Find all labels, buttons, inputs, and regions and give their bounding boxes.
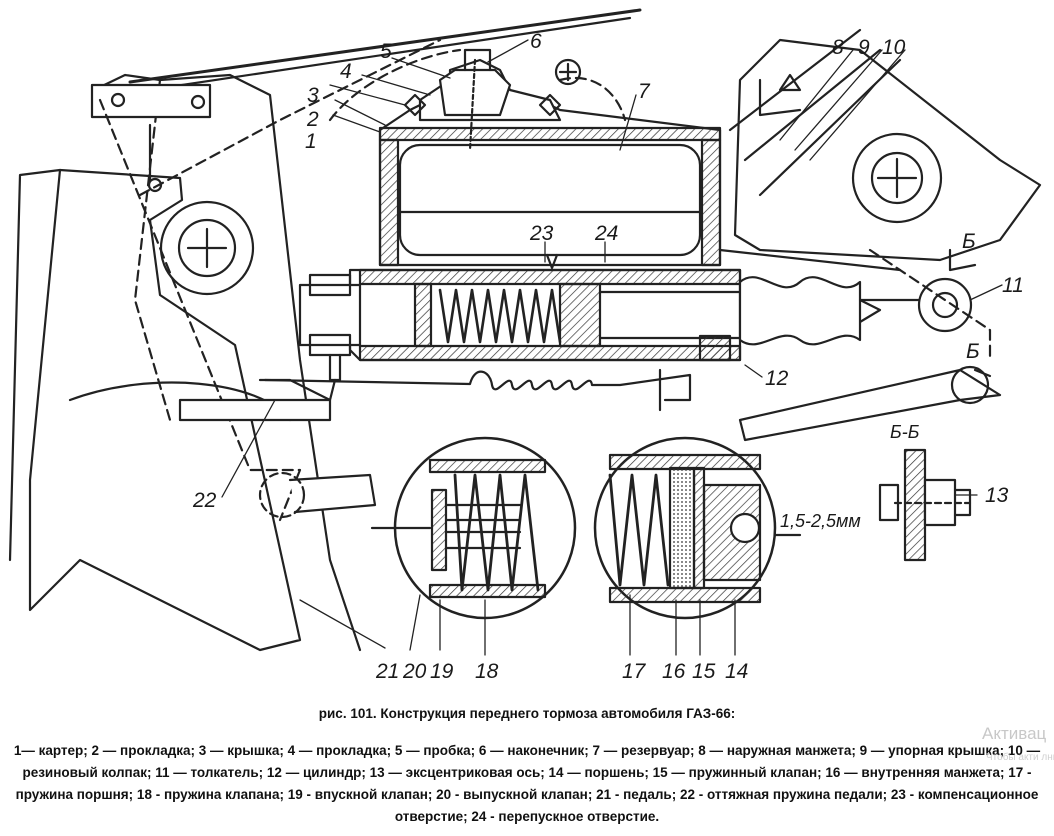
label-12: 12 — [765, 367, 789, 390]
label-5: 5 — [380, 40, 392, 63]
label-13: 13 — [985, 484, 1009, 507]
section-label-b-bottom: Б — [966, 340, 980, 363]
gap-dimension: 1,5-2,5мм — [780, 511, 861, 531]
label-24: 24 — [594, 222, 618, 245]
label-16: 16 — [662, 660, 686, 683]
label-21: 21 — [375, 660, 399, 683]
label-1: 1 — [305, 130, 317, 153]
detail-right-spring — [608, 473, 670, 587]
label-22: 22 — [192, 489, 217, 512]
label-4: 4 — [340, 60, 352, 83]
label-17: 17 — [622, 660, 647, 683]
cylinder-spring — [438, 288, 562, 344]
frame-bracket — [28, 168, 302, 652]
activation-watermark-sub: Чтобы акти лните отер — [986, 752, 1054, 763]
figure-legend: 1— картер; 2 — прокладка; 3 — крышка; 4 … — [13, 743, 1041, 824]
label-10: 10 — [882, 36, 906, 59]
activation-watermark: Активац — [982, 724, 1047, 743]
section-bb-plate — [903, 448, 927, 562]
section-label-bb: Б-Б — [890, 422, 920, 442]
label-15: 15 — [692, 660, 716, 683]
label-6: 6 — [530, 30, 542, 53]
rubber-boot — [738, 276, 862, 346]
label-11: 11 — [1002, 274, 1024, 297]
label-19: 19 — [430, 660, 454, 683]
label-8: 8 — [832, 36, 844, 59]
label-2: 2 — [306, 108, 319, 131]
label-9: 9 — [858, 36, 870, 59]
figure-caption: рис. 101. Конструкция переднего тормоза … — [318, 706, 736, 721]
label-23: 23 — [529, 222, 554, 245]
pedal-arm — [96, 73, 362, 652]
label-7: 7 — [638, 80, 651, 103]
label-18: 18 — [475, 660, 499, 683]
brake-drawing: 1 2 3 4 5 6 7 8 9 10 11 12 13 14 15 16 1… — [8, 8, 1042, 683]
label-3: 3 — [307, 84, 319, 107]
section-label-b-top: Б — [962, 230, 976, 253]
label-14: 14 — [725, 660, 748, 683]
label-20: 20 — [402, 660, 427, 683]
return-spring — [263, 370, 692, 402]
